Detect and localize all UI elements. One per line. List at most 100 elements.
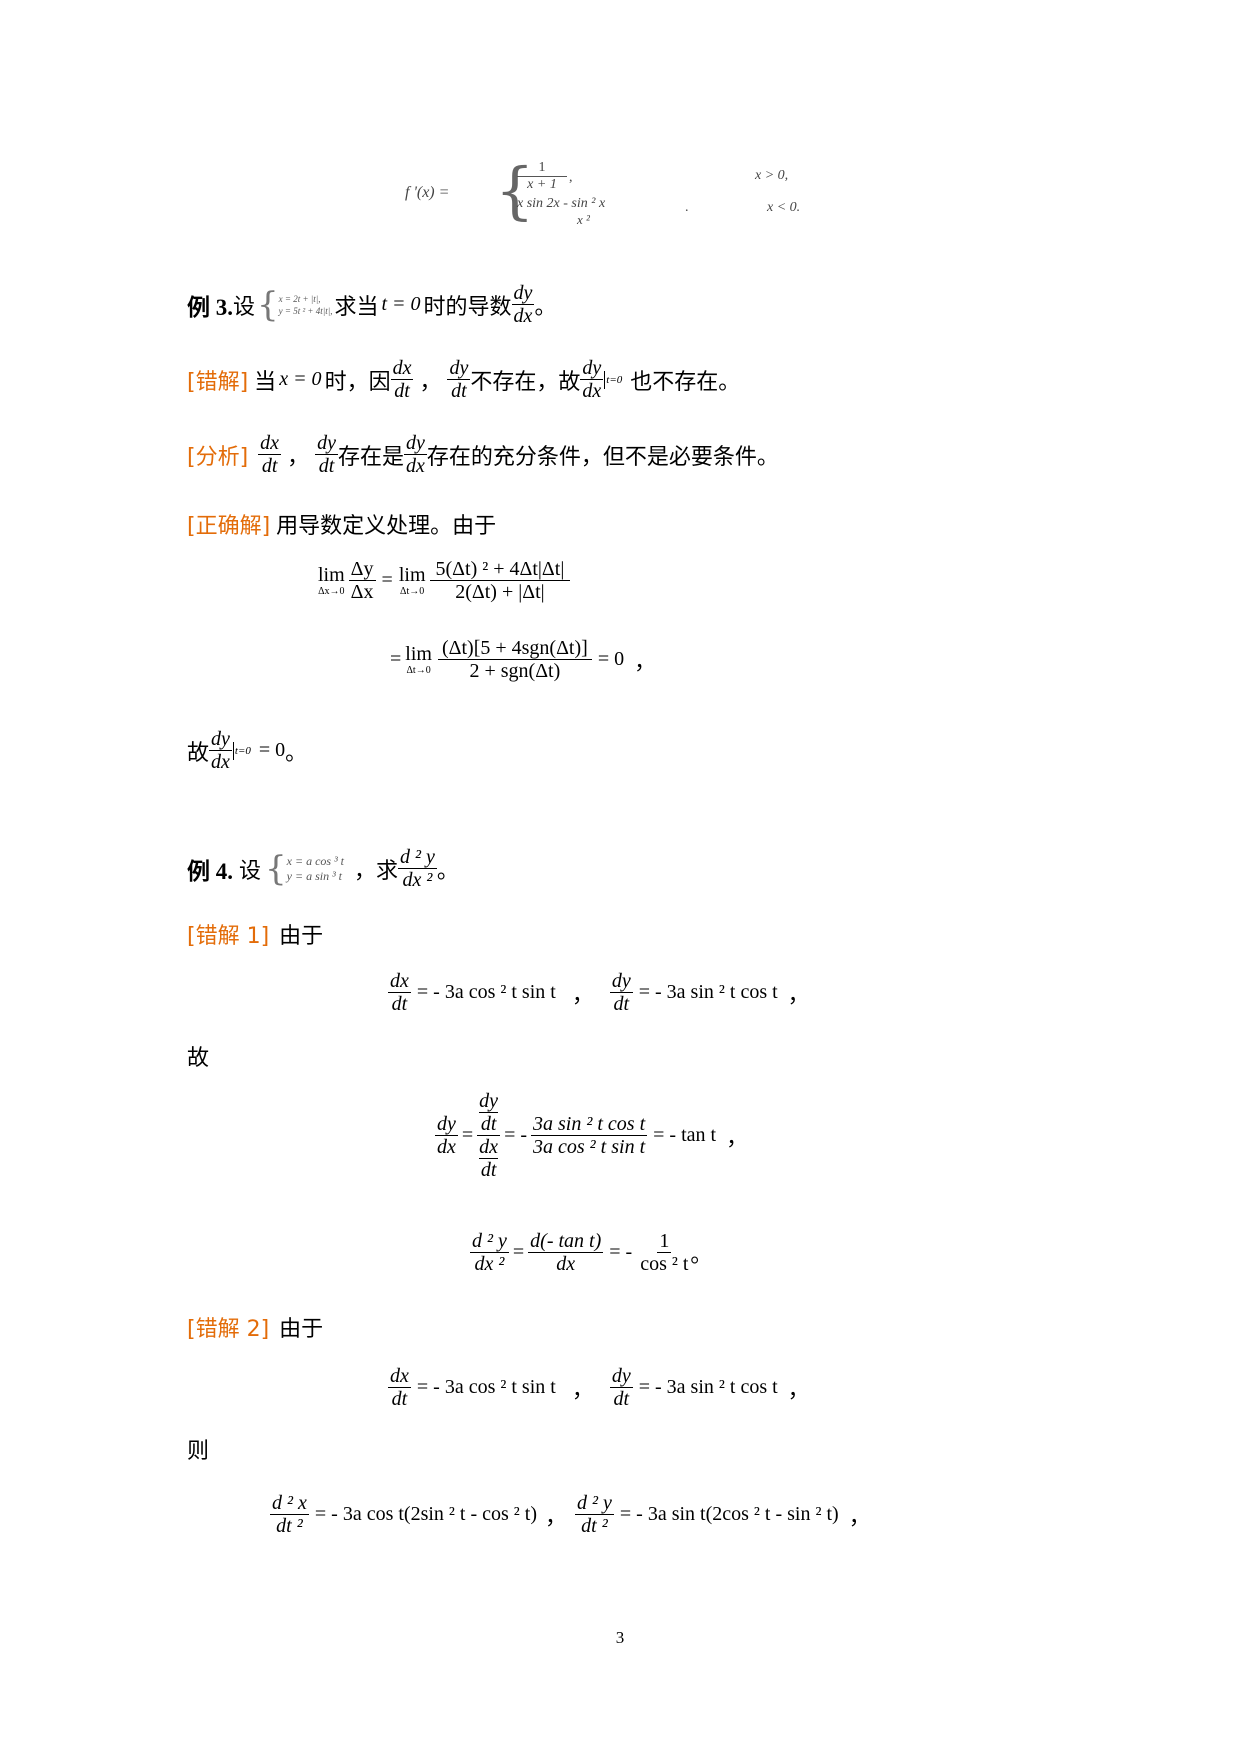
denominator: 2(Δt) + |Δt|	[455, 581, 545, 603]
result: = 0	[258, 739, 286, 761]
equals: =	[390, 648, 402, 670]
correct-solution-tag: [正确解]	[187, 514, 271, 539]
equals-minus: = -	[504, 1124, 528, 1146]
example-4-ask: ，求	[354, 858, 399, 884]
analysis-tag: [分析]	[187, 444, 249, 470]
numerator: dy	[447, 357, 471, 380]
denominator: dx ²	[474, 1253, 505, 1275]
denominator: 3a cos ² t sin t	[533, 1136, 646, 1158]
numerator: dy	[315, 432, 338, 455]
page-number: 3	[615, 1628, 625, 1647]
case2-expression: x sin 2x - sin ² x	[517, 196, 606, 211]
then-line: 则	[187, 1433, 209, 1465]
numerator: Δy	[348, 558, 376, 581]
equals: =	[512, 1241, 525, 1263]
denominator: dx	[405, 455, 425, 477]
comma: ，	[787, 1377, 810, 1403]
numerator: dy	[403, 432, 427, 455]
limit-fraction: (Δt)[5 + 4sgn(Δt)]2 + sgn(Δt)	[437, 637, 592, 682]
text: 由于	[279, 1317, 324, 1342]
x-equals-zero: x = 0	[279, 368, 322, 390]
example-3-title: 例 3.	[187, 294, 233, 320]
example-4-wrong-solution-1: [错解 1] 由于	[187, 918, 323, 950]
case2-denominator: x ²	[577, 212, 590, 227]
denominator: dt	[451, 380, 467, 402]
comma: ，	[419, 369, 442, 395]
equals: =	[381, 569, 393, 591]
d-tan-fraction: d(- tan t)dx	[528, 1230, 604, 1275]
numerator: dx	[258, 432, 282, 455]
numerator: dx	[390, 357, 414, 380]
numerator: dy	[511, 282, 535, 305]
case1-numerator: 1	[517, 160, 567, 177]
result: = 0	[597, 648, 625, 670]
numerator: (Δt)[5 + 4sgn(Δt)]	[437, 637, 592, 660]
numerator: dy	[580, 357, 604, 380]
numerator: dy	[209, 728, 232, 751]
system-line-2: y = a sin ³ t	[286, 868, 343, 883]
comma: ，	[787, 982, 810, 1008]
denominator: dx	[437, 1136, 456, 1158]
denominator: dx	[556, 1253, 576, 1275]
denominator: dt	[261, 455, 278, 477]
system-line-1: x = a cos ³ t	[286, 853, 345, 868]
evaluation-bar	[232, 741, 234, 760]
limit-fraction: 5(Δt) ² + 4Δt|Δt|2(Δt) + |Δt|	[429, 558, 571, 603]
case1-denominator: x + 1	[527, 177, 557, 192]
case1-end: ,	[569, 170, 573, 185]
d2y-value: = - 3a sin t(2cos ² t - sin ² t)	[619, 1503, 839, 1525]
example-3-heading: 例 3. 设 { x = 2t + |t|, y = 5t ² + 4t|t|,…	[187, 282, 556, 327]
denominator: dx	[513, 305, 533, 327]
text: 存在的充分条件，但不是必要条件。	[426, 444, 779, 470]
numerator: 1	[657, 1230, 672, 1253]
denominator: dt	[613, 1388, 630, 1410]
comma: ，	[287, 444, 310, 470]
dx-dt-value: = - 3a cos ² t sin t	[416, 981, 556, 1003]
system-line-1: x = 2t + |t|,	[278, 293, 321, 304]
end: 。	[285, 740, 308, 766]
dy-dt-value: = - 3a sin ² t cos t	[638, 1376, 778, 1398]
comma: ，	[634, 649, 657, 675]
text: 由于	[279, 924, 324, 949]
formula-lhs: f '(x) =	[405, 184, 450, 201]
text: 故	[187, 740, 210, 766]
lim-subscript: Δt→0	[406, 664, 431, 676]
text: 不存在，故	[470, 369, 581, 395]
numerator: d(- tan t)	[528, 1230, 604, 1253]
numerator: dy	[609, 1365, 633, 1388]
case2-condition: x < 0.	[767, 200, 801, 215]
top-piecewise-formula: f '(x) = { 1 x + 1 , x > 0, x sin 2x - s…	[405, 160, 845, 230]
denominator: cos ² t	[640, 1253, 689, 1275]
system-brace: {	[265, 848, 287, 889]
example-4-title: 例 4.	[187, 858, 233, 884]
example-3-ask2: 时的导数	[423, 294, 512, 320]
equals: =	[461, 1124, 474, 1146]
denominator: dt ²	[276, 1515, 303, 1537]
lim-subscript: Δx→0	[318, 585, 345, 597]
numerator: dx	[388, 1365, 411, 1388]
case1-condition: x > 0,	[755, 168, 789, 183]
numerator: 5(Δt) ² + 4Δt|Δt|	[429, 558, 571, 581]
denominator: dt	[394, 380, 410, 402]
